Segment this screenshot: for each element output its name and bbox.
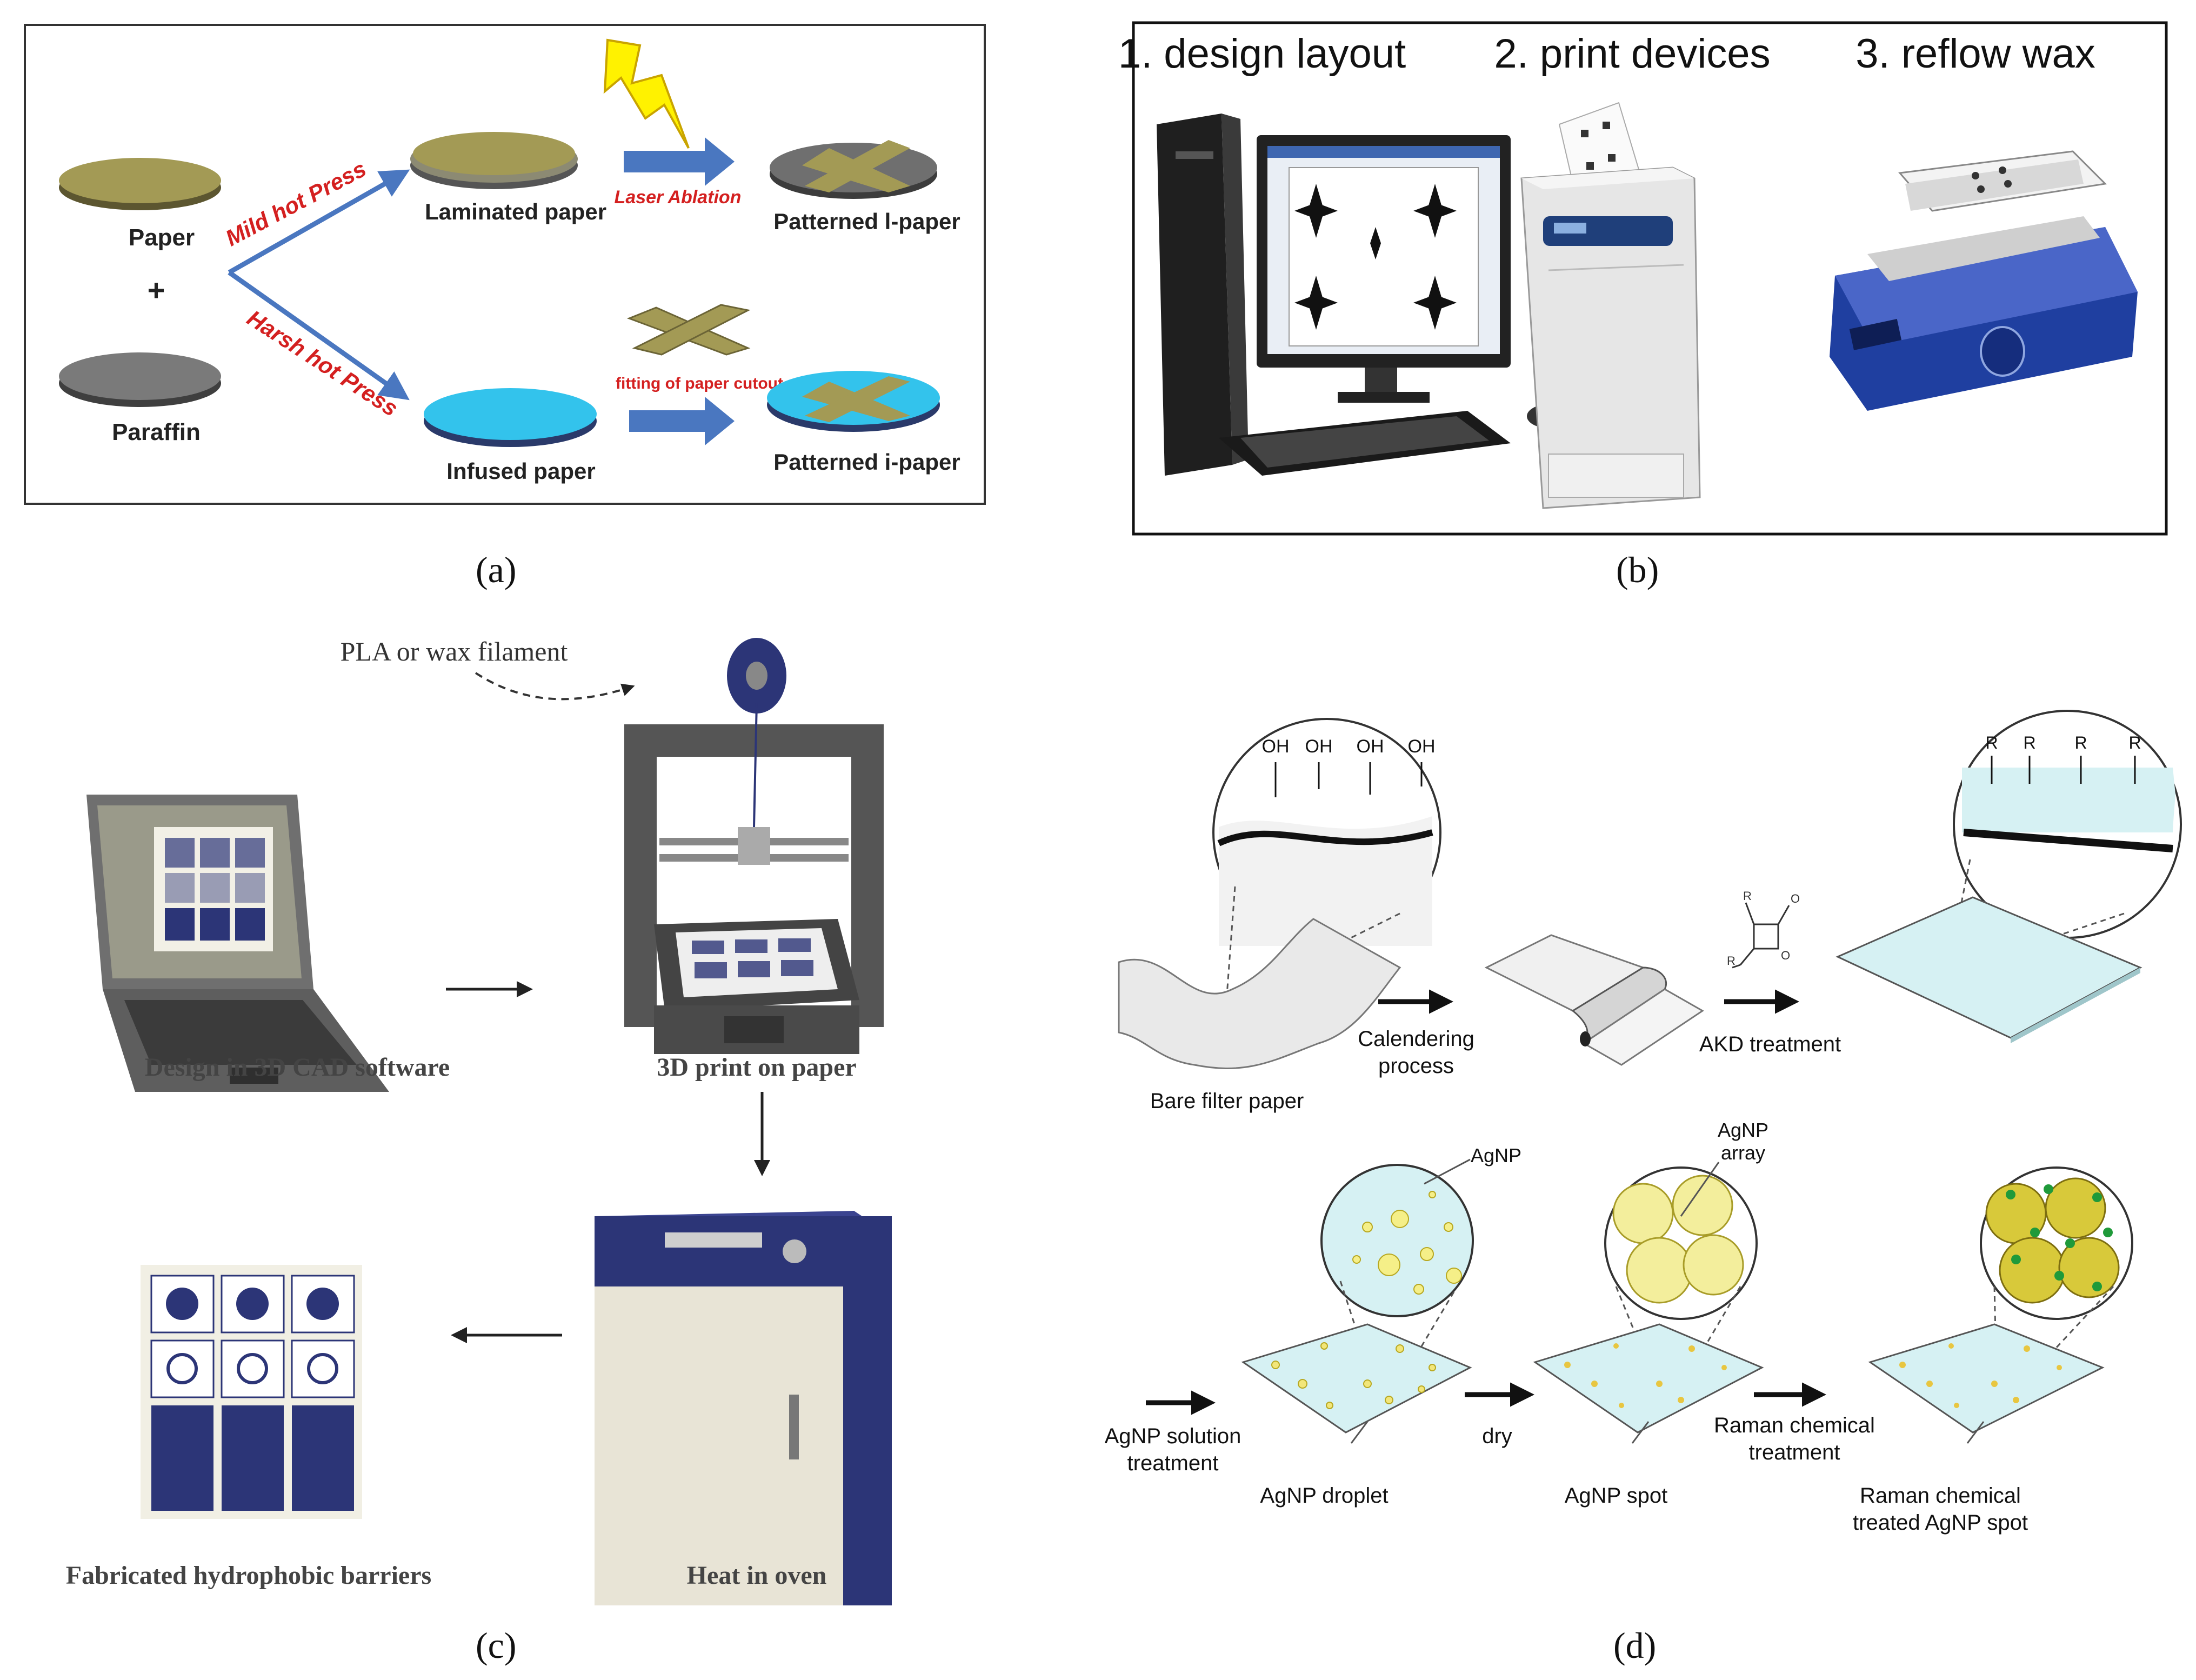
agnp-callout: AgNP	[1471, 1144, 1521, 1166]
paper-label: Paper	[129, 224, 195, 251]
r-group-1: R	[1985, 733, 1998, 752]
barriers-label: Fabricated hydrophobic barriers	[66, 1561, 431, 1590]
agnp-spot-paper	[1533, 1323, 1764, 1434]
akd-r-1: R	[1743, 889, 1752, 903]
akd-r-2: R	[1727, 954, 1736, 968]
agnp-droplet-paper	[1241, 1323, 1472, 1434]
printer-icon	[1520, 102, 1701, 509]
bare-paper-label: Bare filter paper	[1150, 1089, 1304, 1113]
design-label: Design in 3D CAD software	[145, 1053, 450, 1082]
panel-d-diagram: OH OH OH OH Bare filter paper Calenderin…	[1105, 710, 2182, 1535]
laptop-icon	[86, 795, 389, 1092]
spot-label: AgNP spot	[1565, 1484, 1668, 1508]
laser-arrow	[624, 137, 735, 186]
r-group-magnifier: R R R R	[1953, 710, 2182, 939]
infused-paper-disc	[424, 388, 597, 447]
panel-c-diagram: PLA or wax filament Design in 3D CAD sof…	[66, 636, 892, 1605]
paper-disc	[59, 158, 221, 210]
fitting-arrow	[629, 397, 735, 445]
caption-b: (b)	[1616, 549, 1659, 590]
dry-label: dry	[1482, 1424, 1512, 1448]
step1-label: 1. design layout	[1118, 31, 1406, 77]
filament-label: PLA or wax filament	[341, 636, 568, 666]
laminated-label: Laminated paper	[425, 199, 606, 224]
r-group-2: R	[2023, 733, 2035, 752]
caption-c: (c)	[476, 1625, 517, 1666]
calendering-label-2: process	[1378, 1054, 1454, 1078]
plus-sign: +	[148, 273, 165, 307]
akd-o-1: O	[1791, 892, 1800, 905]
paraffin-label: Paraffin	[112, 419, 201, 445]
raman-treated-label-1: Raman chemical	[1860, 1484, 2021, 1508]
agnp-array-callout-1: AgNP	[1718, 1119, 1768, 1141]
hotplate-icon	[1830, 150, 2138, 411]
calendering-sheet	[1484, 934, 1704, 1066]
akd-label: AKD treatment	[1699, 1032, 1841, 1056]
agnp-droplet-magnifier	[1320, 1164, 1474, 1317]
infused-label: Infused paper	[446, 458, 595, 484]
raman-treated-magnifier	[1980, 1166, 2133, 1320]
raman-treated-label-2: treated AgNP spot	[1853, 1511, 2028, 1535]
paper-cutout-shape	[626, 304, 751, 356]
mild-press-arrow	[228, 169, 410, 275]
oh-group-3: OH	[1357, 736, 1384, 757]
agnp-array-magnifier	[1604, 1166, 1758, 1320]
patterned-i-label: Patterned i-paper	[773, 449, 960, 475]
oven-icon	[595, 1211, 892, 1605]
step2-label: 2. print devices	[1494, 31, 1770, 77]
filament-arrow	[475, 672, 635, 701]
3d-printer-icon	[624, 638, 884, 1054]
panel-b-diagram: 1. design layout 2. print devices 3. ref…	[1118, 21, 2168, 536]
akd-molecule-icon	[1732, 902, 1790, 969]
raman-treated-paper	[1868, 1323, 2105, 1434]
raman-label-1: Raman chemical	[1714, 1414, 1875, 1437]
laser-bolt-icon	[603, 38, 690, 149]
solution-label-1: AgNP solution	[1105, 1424, 1241, 1448]
bare-filter-paper	[1118, 918, 1401, 1069]
laminated-paper-disc	[410, 132, 578, 189]
caption-d: (d)	[1613, 1625, 1657, 1666]
step3-label: 3. reflow wax	[1855, 31, 2095, 77]
r-group-3: R	[2074, 733, 2087, 752]
raman-label-2: treatment	[1749, 1441, 1840, 1464]
patterned-l-paper-disc	[770, 140, 937, 199]
print-label: 3D print on paper	[657, 1053, 856, 1082]
agnp-array-callout-2: array	[1721, 1142, 1765, 1164]
droplet-label: AgNP droplet	[1260, 1484, 1388, 1508]
oh-group-2: OH	[1305, 736, 1333, 757]
fitting-label: fitting of paper cutout	[616, 375, 783, 392]
solution-label-2: treatment	[1127, 1451, 1219, 1475]
akd-treated-paper	[1835, 896, 2142, 1043]
r-group-4: R	[2128, 733, 2141, 752]
oh-group-1: OH	[1262, 736, 1290, 757]
harsh-press-arrow	[228, 270, 410, 401]
oh-group-4: OH	[1408, 736, 1436, 757]
akd-o-2: O	[1781, 949, 1790, 962]
laser-ablation-label: Laser Ablation	[615, 187, 742, 208]
paraffin-disc	[59, 352, 221, 407]
calendering-label-1: Calendering	[1358, 1027, 1474, 1051]
panel-a-diagram: Paper + Paraffin Mild hot Press Harsh ho…	[24, 24, 986, 505]
computer-icon	[1157, 114, 1570, 476]
patterned-l-label: Patterned l-paper	[773, 209, 960, 234]
patterned-i-paper-disc	[767, 371, 940, 432]
hydroxyl-magnifier: OH OH OH OH	[1212, 718, 1441, 947]
heat-label: Heat in oven	[687, 1561, 827, 1590]
caption-a: (a)	[476, 549, 517, 590]
hydrophobic-barrier-sheet	[141, 1265, 362, 1519]
